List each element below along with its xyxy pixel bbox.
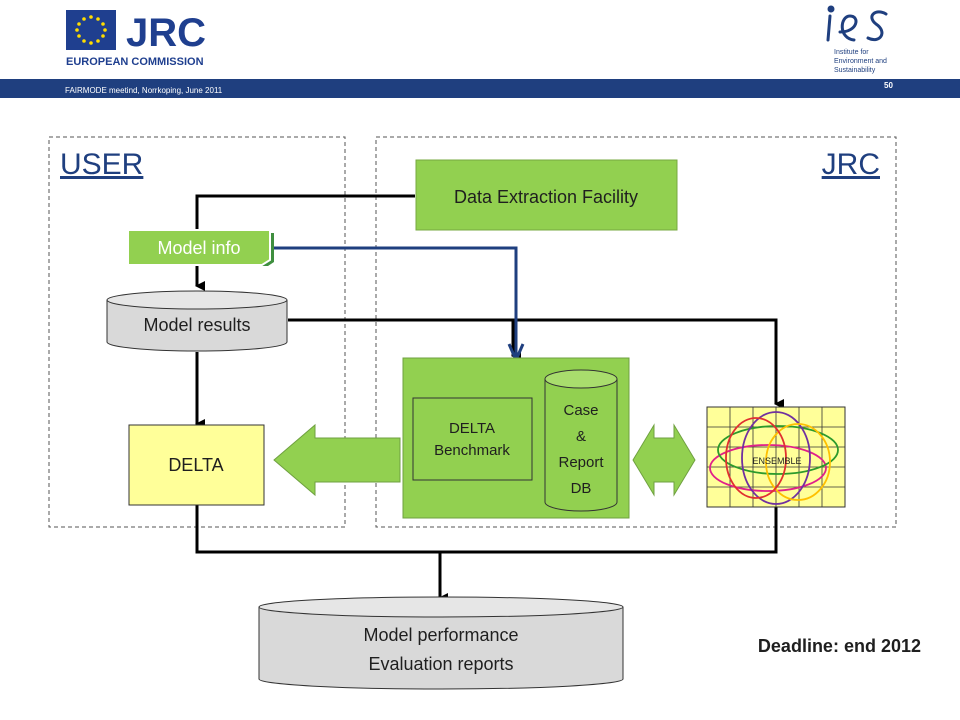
model-performance-cylinder <box>258 596 624 690</box>
european-commission-text: EUROPEAN COMMISSION <box>66 56 204 68</box>
ensemble-grid-icon <box>706 406 846 508</box>
jrc-region-label: JRC <box>822 148 880 181</box>
data-extraction-facility-label: Data Extraction Facility <box>454 187 638 207</box>
delta-benchmark-label-line-1: DELTA <box>449 420 495 437</box>
user-region-label: USER <box>60 148 143 181</box>
ies-line-2: Environment and <box>834 58 887 65</box>
results-to-benchmark-arrow <box>288 318 521 361</box>
ensemble-label: ENSEMBLE <box>752 456 801 466</box>
jrc-logo-text: JRC <box>126 11 206 55</box>
ies-line-3: Sustainability <box>834 67 876 74</box>
model-info-label: Model info <box>157 238 240 258</box>
case-db-line-3: Report <box>558 454 604 471</box>
jrc-region <box>375 136 897 528</box>
results-to-ensemble-arrow <box>513 318 784 409</box>
model-info-box <box>127 229 271 266</box>
header-band <box>0 79 960 98</box>
ies-line-1: Institute for <box>834 49 869 56</box>
ies-logo: Institute for Environment and Sustainabi… <box>826 5 888 74</box>
delta-box <box>128 424 265 506</box>
case-report-db-cylinder <box>544 369 618 512</box>
outputs-merge-line <box>195 504 778 554</box>
delta-benchmark-box <box>412 397 533 481</box>
model-info-connector <box>274 246 518 358</box>
model-performance-line-1: Model performance <box>363 625 518 645</box>
benchmark-to-delta-arrow <box>273 423 401 497</box>
case-db-line-1: Case <box>563 402 598 419</box>
slide-number: 50 <box>884 81 893 90</box>
event-text: FAIRMODE meetind, Norrkoping, June 2011 <box>65 86 223 95</box>
deadline-text: Deadline: end 2012 <box>758 636 921 656</box>
jrc-logo: JRC EUROPEAN COMMISSION <box>66 10 206 68</box>
case-db-line-4: DB <box>571 480 592 497</box>
model-results-label: Model results <box>143 315 250 335</box>
delta-label: DELTA <box>168 455 223 475</box>
ies-logo-icon <box>826 5 888 42</box>
case-db-line-2: & <box>576 428 586 445</box>
eu-stars-icon <box>75 15 107 45</box>
model-results-cylinder <box>106 290 288 352</box>
delta-benchmark-label-line-2: Benchmark <box>434 442 510 459</box>
benchmark-ensemble-double-arrow <box>632 423 696 497</box>
model-performance-line-2: Evaluation reports <box>368 654 513 674</box>
data-extraction-facility-box <box>415 159 678 231</box>
